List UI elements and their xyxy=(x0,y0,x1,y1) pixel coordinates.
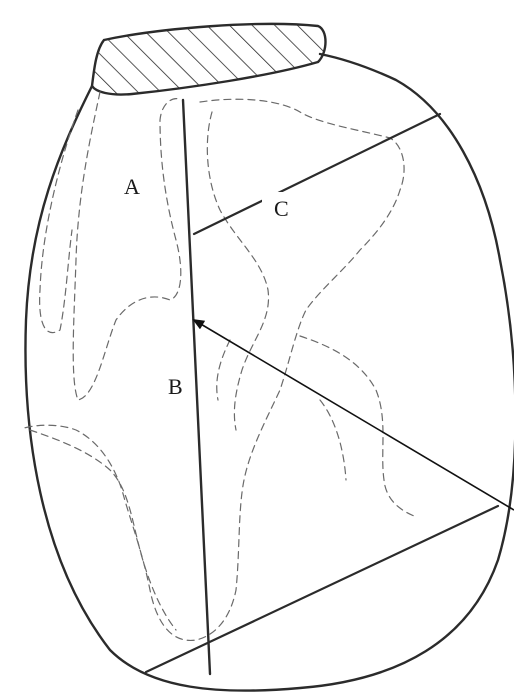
label-b: B xyxy=(168,374,183,399)
pointer-arrow xyxy=(194,320,514,510)
dashed-region-bottom-left xyxy=(30,430,176,630)
cap-shape xyxy=(92,24,326,95)
dashed-region-center xyxy=(24,99,404,640)
dashed-region-left xyxy=(40,92,181,400)
label-a: A xyxy=(124,174,140,199)
label-c: C xyxy=(274,196,289,221)
dashed-region-right xyxy=(300,336,414,516)
bottom-diagonal-line xyxy=(146,506,498,672)
upper-diagonal-line xyxy=(194,114,440,234)
dashed-region-inner xyxy=(207,112,268,430)
outer-outline xyxy=(25,54,514,691)
